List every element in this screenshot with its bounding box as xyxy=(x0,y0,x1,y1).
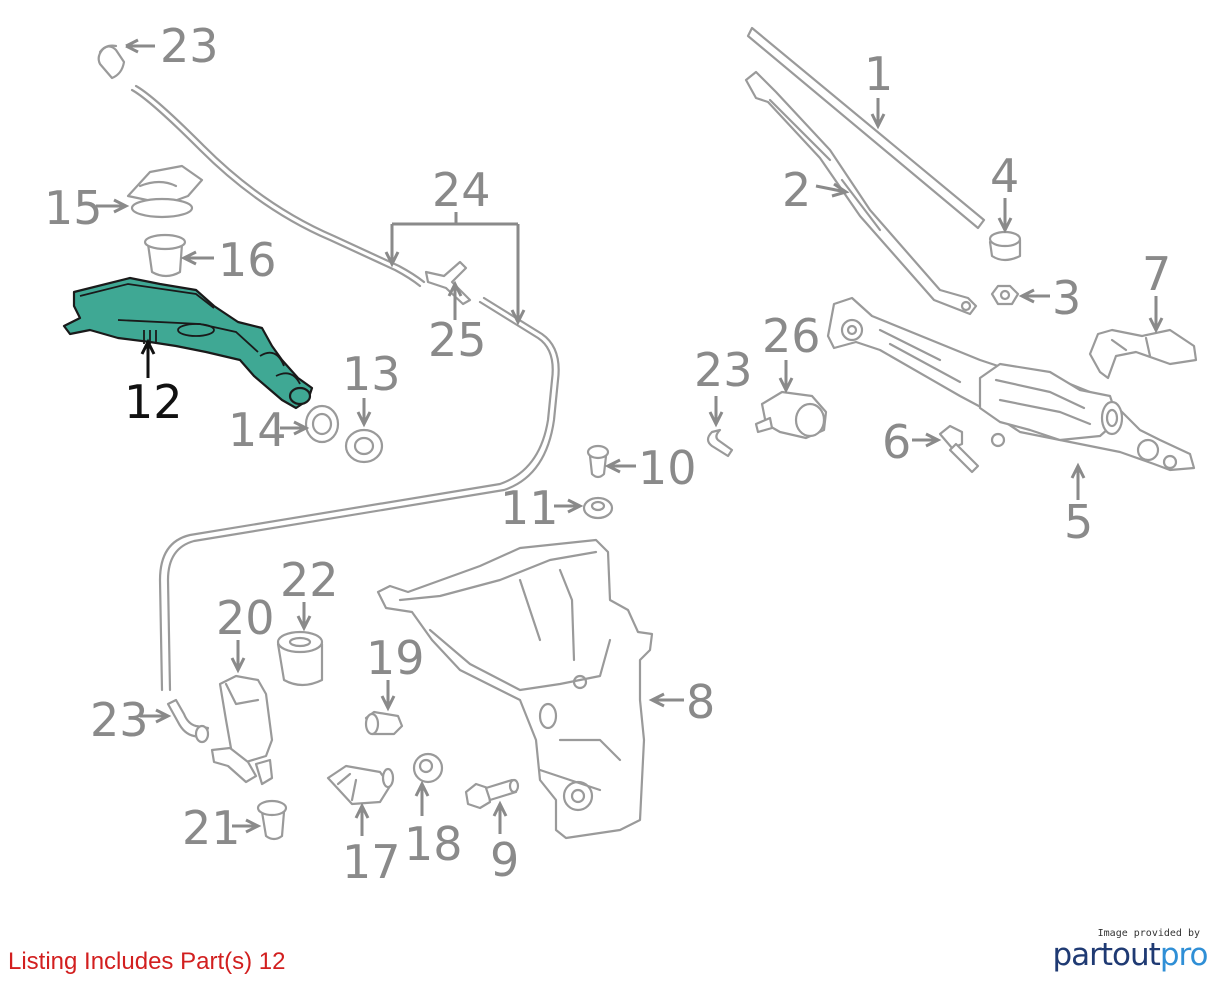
callout-24: 24 xyxy=(432,163,491,217)
callout-23-lower: 23 xyxy=(90,693,149,747)
part-23-hose-elbow-top xyxy=(97,44,126,80)
callout-22-group: 22 xyxy=(280,553,339,632)
callout-19-group: 19 xyxy=(366,631,425,712)
callout-2-group: 2 xyxy=(782,163,850,217)
part-11-grommet xyxy=(582,496,614,520)
listing-includes-note: Listing Includes Part(s) 12 xyxy=(8,948,286,975)
callout-2: 2 xyxy=(782,163,811,217)
callout-16: 16 xyxy=(218,233,277,287)
callout-11-group: 11 xyxy=(500,481,584,535)
callout-20-group: 20 xyxy=(216,591,275,674)
callout-25-group: 25 xyxy=(428,280,487,367)
callout-8: 8 xyxy=(686,675,715,729)
callout-12-group: 12 xyxy=(124,338,183,429)
part-10-push-pin xyxy=(586,444,610,479)
callout-13: 13 xyxy=(342,347,401,401)
part-5-wiper-linkage-motor xyxy=(826,296,1196,472)
part-13-seal xyxy=(344,428,384,464)
callout-12: 12 xyxy=(124,375,183,429)
callout-4-group: 4 xyxy=(990,149,1019,234)
callout-3-group: 3 xyxy=(1018,271,1081,325)
callout-10-group: 10 xyxy=(604,441,697,495)
part-4-cap xyxy=(988,230,1022,262)
washer-hose-long xyxy=(130,84,560,692)
callout-23-middle: 23 xyxy=(694,343,753,397)
callout-5: 5 xyxy=(1064,495,1093,549)
image-credit: Image provided by partoutpro xyxy=(1050,928,1210,973)
callout-6: 6 xyxy=(882,415,911,469)
part-3-nut xyxy=(990,284,1020,306)
callout-15: 15 xyxy=(44,181,103,235)
callout-1-group: 1 xyxy=(864,47,893,130)
part-19-grommet xyxy=(364,710,404,736)
callout-17: 17 xyxy=(342,835,401,889)
part-25-y-connector xyxy=(424,260,472,306)
callout-13-group: 13 xyxy=(342,347,401,428)
callout-25: 25 xyxy=(428,313,487,367)
callout-9-group: 9 xyxy=(490,800,519,887)
part-21-bushing xyxy=(256,799,288,841)
part-8-washer-reservoir xyxy=(376,538,654,840)
part-9-bolt xyxy=(464,778,520,810)
callout-23-top: 23 xyxy=(160,19,219,73)
callout-19: 19 xyxy=(366,631,425,685)
callout-18: 18 xyxy=(404,817,463,871)
part-6-bolt xyxy=(938,424,980,474)
credit-caption: Image provided by xyxy=(1097,928,1200,939)
callout-26-group: 26 xyxy=(762,309,821,394)
callout-4: 4 xyxy=(990,149,1019,203)
callout-9: 9 xyxy=(490,833,519,887)
callout-21-group: 21 xyxy=(182,801,262,855)
part-18-grommet xyxy=(412,752,444,784)
callout-3: 3 xyxy=(1052,271,1081,325)
part-17-level-sensor xyxy=(326,764,395,806)
part-15-reservoir-cap xyxy=(126,164,204,219)
part-23-hose-elbow-lower xyxy=(166,698,210,744)
part-14-grommet xyxy=(304,404,340,444)
callout-23-lower-group: 23 xyxy=(90,693,172,747)
callout-14-group: 14 xyxy=(228,403,310,457)
callout-23-middle-group: 23 xyxy=(694,343,753,428)
part-2-wiper-arm xyxy=(744,70,978,316)
callout-11: 11 xyxy=(500,481,559,535)
part-20-washer-pump xyxy=(210,674,274,786)
part-23-hose-elbow-middle xyxy=(706,428,734,458)
callout-24-group: 24 xyxy=(384,163,526,326)
callout-20: 20 xyxy=(216,591,275,645)
callout-6-group: 6 xyxy=(882,415,942,469)
callout-15-group: 15 xyxy=(44,181,130,235)
callout-16-group: 16 xyxy=(180,233,277,287)
logo-text-part2: pro xyxy=(1159,937,1209,973)
part-12-filler-neck-highlighted xyxy=(62,276,314,410)
partoutpro-logo: partoutpro xyxy=(1050,937,1210,973)
callout-10: 10 xyxy=(638,441,697,495)
callout-7: 7 xyxy=(1142,247,1171,301)
callout-26: 26 xyxy=(762,309,821,363)
callout-5-group: 5 xyxy=(1064,462,1093,549)
callout-14: 14 xyxy=(228,403,287,457)
logo-text-part1: partout xyxy=(1052,937,1160,973)
callout-23-top-group: 23 xyxy=(125,19,219,73)
callout-18-group: 18 xyxy=(404,780,463,871)
callout-1: 1 xyxy=(864,47,893,101)
callout-21: 21 xyxy=(182,801,241,855)
callout-22: 22 xyxy=(280,553,339,607)
part-1-wiper-blade xyxy=(746,26,986,230)
part-16-bushing xyxy=(143,233,187,278)
callout-8-group: 8 xyxy=(648,675,715,729)
callout-17-group: 17 xyxy=(342,802,401,889)
part-26-connector xyxy=(754,390,828,440)
part-7-bracket xyxy=(1088,328,1198,380)
part-22-grommet xyxy=(276,630,324,687)
callout-7-group: 7 xyxy=(1142,247,1171,334)
